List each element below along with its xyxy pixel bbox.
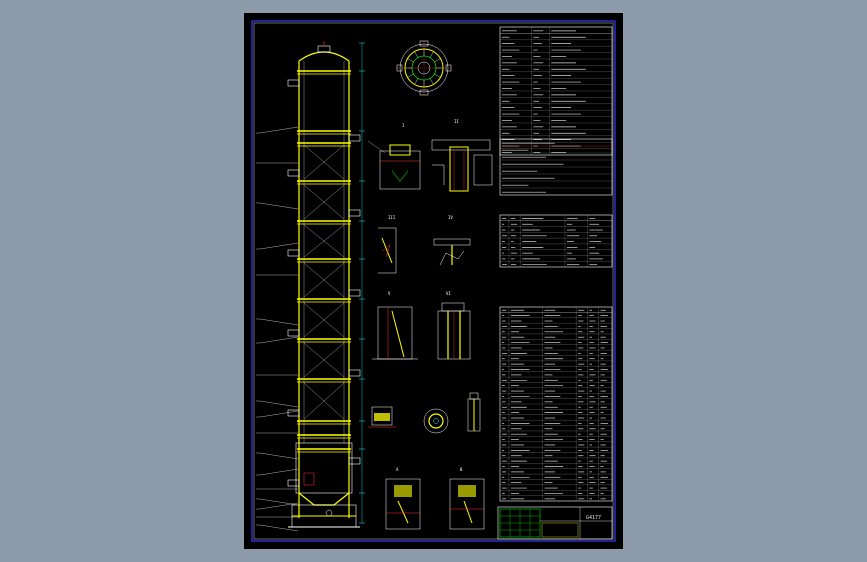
detail-VI: VI: [437, 291, 471, 360]
detail-label: VI: [446, 291, 451, 296]
drawing-number: G4177: [586, 515, 601, 521]
design-data-table: [499, 26, 613, 156]
nozzle: [348, 289, 361, 297]
inner-border: [253, 22, 614, 540]
nozzle-table: [499, 214, 613, 268]
nozzle: [348, 457, 361, 465]
flange-bands: [297, 70, 351, 453]
detail-I: I: [367, 123, 421, 190]
top-nozzle: [317, 45, 331, 53]
detail-label: IV: [448, 215, 453, 220]
leader-lines: [256, 126, 299, 532]
nozzle: [287, 329, 300, 337]
title-block: G4177: [497, 506, 613, 540]
detail-label: V: [388, 291, 391, 296]
detail-small-3: [467, 392, 481, 432]
detail-small-1: [368, 406, 396, 428]
detail-IV: IV: [433, 215, 471, 266]
parts-list-table: [499, 306, 613, 502]
nozzle: [348, 134, 361, 142]
nozzle: [287, 79, 300, 87]
nozzle: [287, 249, 300, 257]
detail-V: V: [372, 291, 418, 360]
nozzle: [348, 209, 361, 217]
packing-sections: [303, 144, 345, 420]
detail-label: II: [454, 119, 459, 124]
detail-II: II: [431, 119, 493, 192]
top-head: [298, 51, 350, 62]
drawing-sheet: I II III: [244, 13, 623, 549]
detail-A: A: [385, 467, 421, 530]
nozzle: [287, 169, 300, 177]
detail-label: III: [388, 215, 396, 220]
detail-label: A: [396, 467, 399, 472]
tower-assembly-drawing: I II III: [251, 20, 616, 542]
nozzle: [287, 479, 300, 487]
detail-label: B: [460, 467, 463, 472]
tower-elevation: [256, 41, 365, 532]
bottom-section: [295, 442, 353, 494]
nozzle: [348, 369, 361, 377]
side-nozzles: [287, 79, 361, 487]
nozzle: [287, 409, 300, 417]
outer-border: [251, 20, 616, 542]
detail-III: III: [378, 215, 397, 274]
detail-small-2: [423, 408, 449, 434]
technical-notes-table: [499, 138, 613, 196]
detail-B: B: [449, 467, 485, 530]
detail-label: I: [402, 123, 405, 128]
bottom-head: [298, 492, 350, 506]
top-plan-view: [396, 40, 452, 96]
